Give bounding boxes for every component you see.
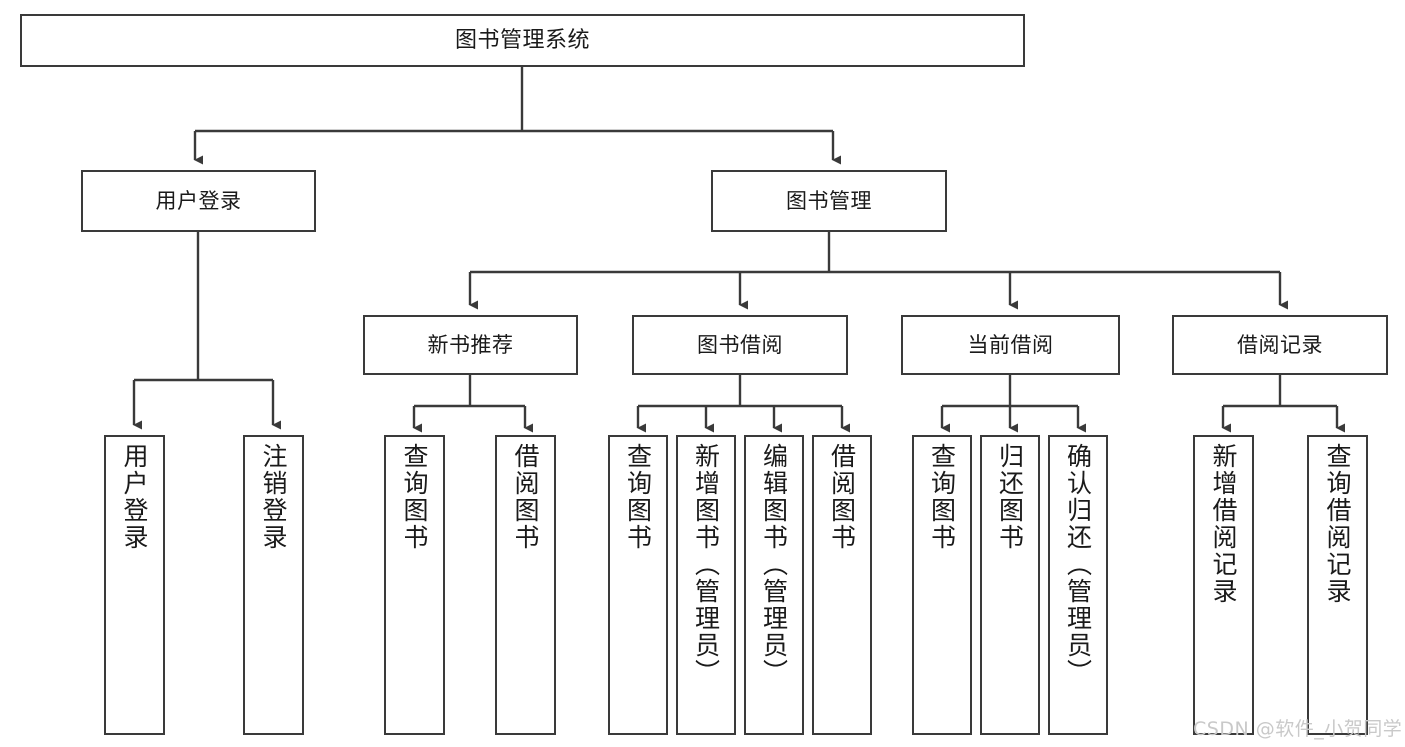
node-label: 查询图书 xyxy=(400,443,429,551)
leaf-book-borrow-add-book-admin[interactable]: 新增图书（管理员） xyxy=(676,435,736,735)
leaf-book-borrow-query[interactable]: 查询图书 xyxy=(608,435,668,735)
node-label: 用户登录 xyxy=(155,188,242,213)
leaf-current-borrow-confirm-return-admin[interactable]: 确认归还（管理员） xyxy=(1048,435,1108,735)
node-label: 当前借阅 xyxy=(967,332,1054,357)
leaf-user-login-login[interactable]: 用户登录 xyxy=(104,435,165,735)
node-label: 用户登录 xyxy=(120,443,149,551)
node-label: 编辑图书（管理员） xyxy=(759,443,789,686)
leaf-new-book-borrow[interactable]: 借阅图书 xyxy=(495,435,556,735)
leaf-new-book-query[interactable]: 查询图书 xyxy=(384,435,445,735)
node-label: 图书管理 xyxy=(786,188,872,213)
node-label: 确认归还（管理员） xyxy=(1063,443,1093,686)
leaf-book-borrow-borrow-book[interactable]: 借阅图书 xyxy=(812,435,872,735)
node-root-book-management-system[interactable]: 图书管理系统 xyxy=(20,14,1025,67)
node-label: 图书管理系统 xyxy=(454,27,590,53)
csdn-watermark: CSDN @软件_小贺同学 xyxy=(1193,718,1403,740)
node-current-borrow[interactable]: 当前借阅 xyxy=(901,315,1120,375)
node-label: 借阅图书 xyxy=(511,443,540,551)
leaf-current-borrow-query[interactable]: 查询图书 xyxy=(912,435,972,735)
node-label: 查询借阅记录 xyxy=(1323,443,1352,605)
leaf-borrow-record-query[interactable]: 查询借阅记录 xyxy=(1307,435,1368,735)
node-label: 新书推荐 xyxy=(427,332,514,357)
node-label: 新增图书（管理员） xyxy=(691,443,721,686)
leaf-current-borrow-return[interactable]: 归还图书 xyxy=(980,435,1040,735)
node-new-book-recommend[interactable]: 新书推荐 xyxy=(363,315,578,375)
node-label: 查询图书 xyxy=(623,443,653,551)
node-label: 借阅记录 xyxy=(1237,332,1323,357)
node-label: 图书借阅 xyxy=(697,332,783,357)
node-label: 归还图书 xyxy=(995,443,1025,551)
node-user-login[interactable]: 用户登录 xyxy=(81,170,316,232)
leaf-user-login-logout[interactable]: 注销登录 xyxy=(243,435,304,735)
node-borrow-record[interactable]: 借阅记录 xyxy=(1172,315,1388,375)
node-label: 借阅图书 xyxy=(827,443,857,551)
node-label: 新增借阅记录 xyxy=(1209,443,1238,605)
node-book-management[interactable]: 图书管理 xyxy=(711,170,947,232)
leaf-book-borrow-edit-book-admin[interactable]: 编辑图书（管理员） xyxy=(744,435,804,735)
node-book-borrow[interactable]: 图书借阅 xyxy=(632,315,848,375)
leaf-borrow-record-add[interactable]: 新增借阅记录 xyxy=(1193,435,1254,735)
node-label: 查询图书 xyxy=(927,443,957,551)
node-label: 注销登录 xyxy=(259,443,288,551)
